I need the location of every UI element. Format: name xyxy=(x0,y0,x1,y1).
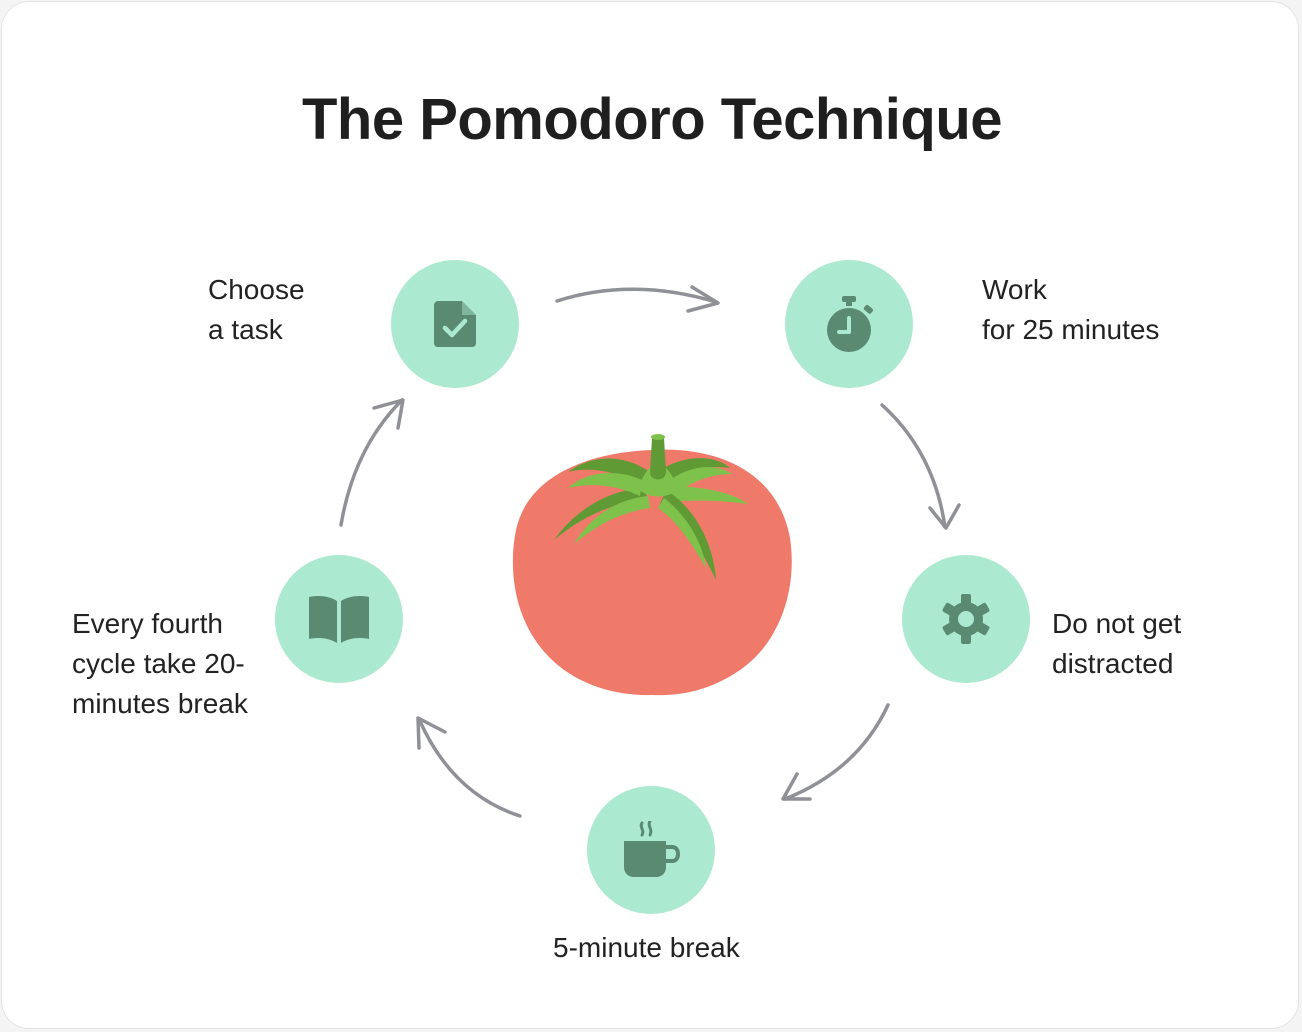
step-label-work: Work for 25 minutes xyxy=(982,274,1160,345)
gear-icon xyxy=(942,594,990,644)
tomato-leaf xyxy=(658,498,706,568)
step-short-break-circle xyxy=(587,786,715,914)
step-long-break-circle xyxy=(275,555,403,683)
open-book-icon xyxy=(309,596,369,643)
cycle-arrows xyxy=(339,285,961,818)
tomato-leaf xyxy=(654,458,730,488)
step-label-choose-task: Choose a task xyxy=(208,274,305,345)
arrow-work-to-focus xyxy=(880,403,961,530)
tomato-leaf xyxy=(568,473,642,496)
tomato-leaf xyxy=(670,467,732,494)
step-label-focus: Do not get distracted xyxy=(1052,608,1182,679)
tomato-stem-tip xyxy=(651,434,665,440)
step-focus-circle xyxy=(902,555,1030,683)
stopwatch-icon xyxy=(827,296,873,352)
step-label-short-break: 5-minute break xyxy=(553,932,740,963)
step-label-long-break: Every fourth cycle take 20- minutes brea… xyxy=(72,608,248,719)
tomato-illustration xyxy=(512,434,792,696)
page-title: The Pomodoro Technique xyxy=(301,87,1003,152)
task-check-icon xyxy=(434,301,476,347)
arrow-break-to-long-break xyxy=(416,716,522,818)
arrow-task-to-work xyxy=(555,285,720,313)
arrow-focus-to-break xyxy=(781,703,890,801)
arrow-long-break-to-task xyxy=(339,398,405,527)
step-work-circle xyxy=(785,260,913,388)
tomato-leaf xyxy=(554,488,648,540)
tomato-stem xyxy=(650,438,666,480)
tomato-leaf xyxy=(664,486,748,504)
coffee-cup-icon xyxy=(624,821,681,877)
tomato-leaf xyxy=(574,496,650,544)
step-choose-task-circle xyxy=(391,260,519,388)
